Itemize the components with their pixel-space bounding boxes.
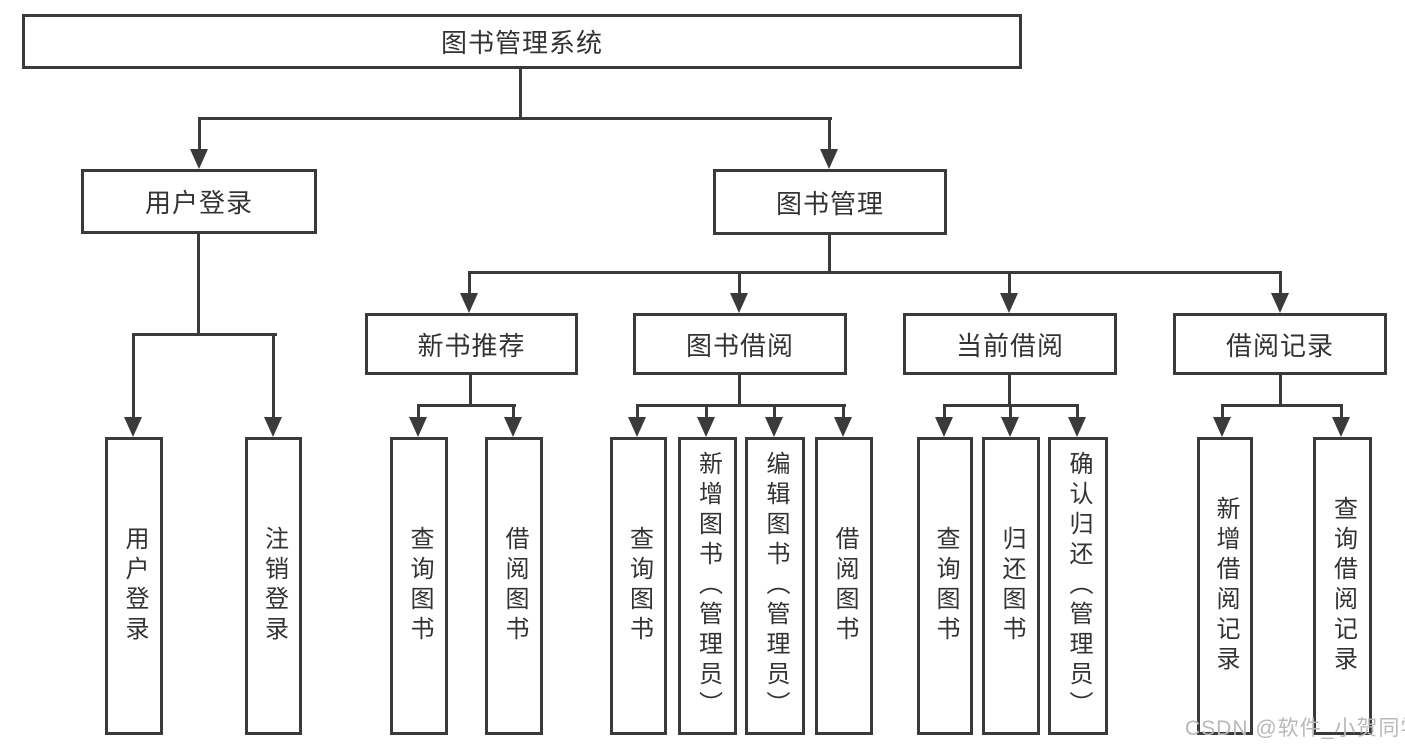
arrowhead-icon: [628, 417, 646, 437]
leaf-add-books-admin: 新增图书（管理员）: [678, 437, 737, 735]
arrowhead-icon: [765, 417, 783, 437]
node-user-login: 用户登录: [81, 169, 317, 234]
connector-line: [469, 375, 472, 407]
connector-line: [468, 271, 471, 295]
connector-line: [738, 271, 741, 295]
arrowhead-icon: [1332, 417, 1350, 437]
node-label: 查询图书: [625, 526, 653, 646]
connector-line: [842, 404, 845, 419]
node-label: 编辑图书（管理员）: [762, 451, 789, 721]
arrowhead-icon: [460, 293, 478, 313]
connector-line: [1008, 375, 1011, 407]
leaf-borrow-books-recommend: 借阅图书: [485, 437, 543, 735]
leaf-return-books: 归还图书: [982, 437, 1040, 735]
node-label: 借阅图书: [831, 526, 858, 646]
connector-line: [828, 117, 831, 151]
connector-line: [773, 404, 776, 419]
node-label: 图书管理: [775, 188, 884, 219]
connector-line: [1340, 404, 1343, 419]
leaf-edit-books-admin: 编辑图书（管理员）: [745, 437, 805, 735]
node-label: 查询借阅记录: [1329, 496, 1357, 676]
node-label: 借阅记录: [1225, 330, 1334, 361]
node-label: 新书推荐: [417, 330, 526, 361]
connector-line: [1279, 375, 1282, 407]
node-label: 借阅图书: [501, 526, 528, 646]
arrowhead-icon: [834, 417, 852, 437]
node-label: 图书管理系统: [440, 28, 603, 58]
node-borrowing-records: 借阅记录: [1173, 313, 1387, 375]
connector-line: [132, 333, 135, 418]
node-book-borrowing: 图书借阅: [633, 313, 847, 375]
connector-line: [828, 235, 831, 274]
arrowhead-icon: [1001, 417, 1019, 437]
leaf-user-login: 用户登录: [105, 437, 163, 735]
connector-line: [272, 333, 275, 418]
leaf-logout: 注销登录: [245, 437, 302, 735]
connector-line: [637, 404, 846, 407]
arrowhead-icon: [820, 149, 838, 169]
node-library-management-system: 图书管理系统: [22, 14, 1022, 69]
connector-line: [636, 404, 639, 419]
connector-line: [1076, 404, 1079, 419]
csdn-watermark: CSDN @软件_小贺同学: [1185, 717, 1405, 740]
arrowhead-icon: [1271, 293, 1289, 313]
node-label: 图书借阅: [685, 330, 794, 361]
arrowhead-icon: [730, 293, 748, 313]
node-label: 新增借阅记录: [1212, 496, 1239, 676]
node-book-management: 图书管理: [713, 169, 947, 235]
arrowhead-icon: [409, 417, 427, 437]
arrowhead-icon: [264, 417, 282, 437]
connector-line: [198, 117, 832, 120]
leaf-query-borrow-record: 查询借阅记录: [1313, 437, 1372, 735]
connector-line: [1279, 271, 1282, 295]
node-label: 新增图书（管理员）: [694, 451, 722, 721]
connector-line: [418, 404, 516, 407]
leaf-query-books-recommend: 查询图书: [390, 437, 448, 735]
arrowhead-icon: [190, 149, 208, 169]
node-label: 查询图书: [932, 526, 959, 646]
leaf-borrow-books: 借阅图书: [815, 437, 873, 735]
node-label: 确认归还（管理员）: [1065, 451, 1092, 721]
node-current-borrowing: 当前借阅: [903, 313, 1117, 375]
connector-line: [943, 404, 946, 419]
leaf-add-borrow-record: 新增借阅记录: [1197, 437, 1253, 735]
connector-line: [1008, 271, 1011, 295]
node-new-book-recommendation: 新书推荐: [365, 313, 578, 375]
node-label: 当前借阅: [955, 330, 1064, 361]
node-label: 用户登录: [121, 526, 148, 646]
leaf-query-books-current: 查询图书: [917, 437, 973, 735]
leaf-confirm-return-admin: 确认归还（管理员）: [1048, 437, 1108, 735]
connector-line: [197, 234, 200, 335]
arrowhead-icon: [1068, 417, 1086, 437]
node-label: 归还图书: [998, 526, 1025, 646]
arrowhead-icon: [697, 417, 715, 437]
node-label: 注销登录: [260, 526, 288, 646]
connector-line: [519, 69, 522, 117]
node-label: 查询图书: [406, 526, 433, 646]
leaf-query-books-borrowing: 查询图书: [610, 437, 667, 735]
arrowhead-icon: [124, 417, 142, 437]
connector-line: [512, 404, 515, 419]
node-label: 用户登录: [144, 188, 253, 218]
connector-line: [198, 117, 201, 151]
connector-line: [469, 271, 1282, 274]
arrowhead-icon: [935, 417, 953, 437]
connector-line: [417, 404, 420, 419]
connector-line: [1009, 404, 1012, 419]
connector-line: [1221, 404, 1224, 419]
connector-line: [1222, 404, 1343, 407]
connector-line: [133, 333, 277, 336]
connector-line: [705, 404, 708, 419]
arrowhead-icon: [1000, 293, 1018, 313]
arrowhead-icon: [504, 417, 522, 437]
arrowhead-icon: [1213, 417, 1231, 437]
connector-line: [738, 375, 741, 407]
